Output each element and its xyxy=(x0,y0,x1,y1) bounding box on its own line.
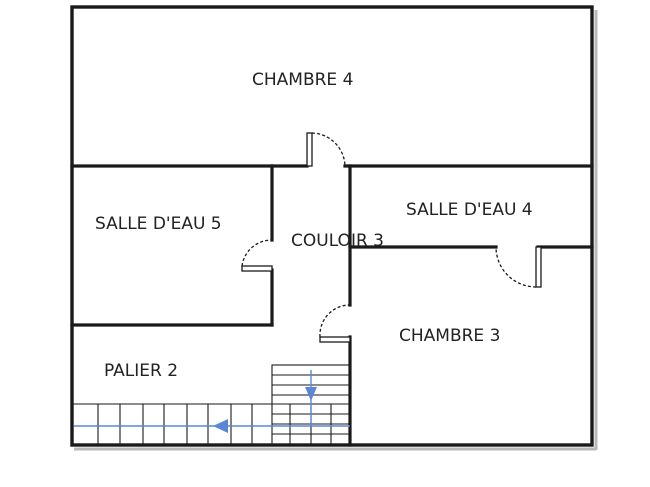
door-salle-eau-5 xyxy=(241,239,273,272)
stair-down-arrow-icon xyxy=(305,387,317,401)
door-salle-eau-4 xyxy=(495,246,542,288)
label-chambre-3: CHAMBRE 3 xyxy=(399,326,500,346)
door-chambre-4 xyxy=(306,132,346,167)
door-chambre-3 xyxy=(319,304,351,343)
label-chambre-4: CHAMBRE 4 xyxy=(252,70,353,90)
wall-shadow xyxy=(74,10,598,451)
stair-left-arrow-icon xyxy=(213,419,228,433)
label-palier-2: PALIER 2 xyxy=(104,361,178,381)
label-salle-eau-4: SALLE D'EAU 4 xyxy=(406,200,533,220)
staircase xyxy=(72,364,351,446)
label-couloir-3: COULOIR 3 xyxy=(291,231,384,251)
label-salle-eau-5: SALLE D'EAU 5 xyxy=(95,214,222,234)
